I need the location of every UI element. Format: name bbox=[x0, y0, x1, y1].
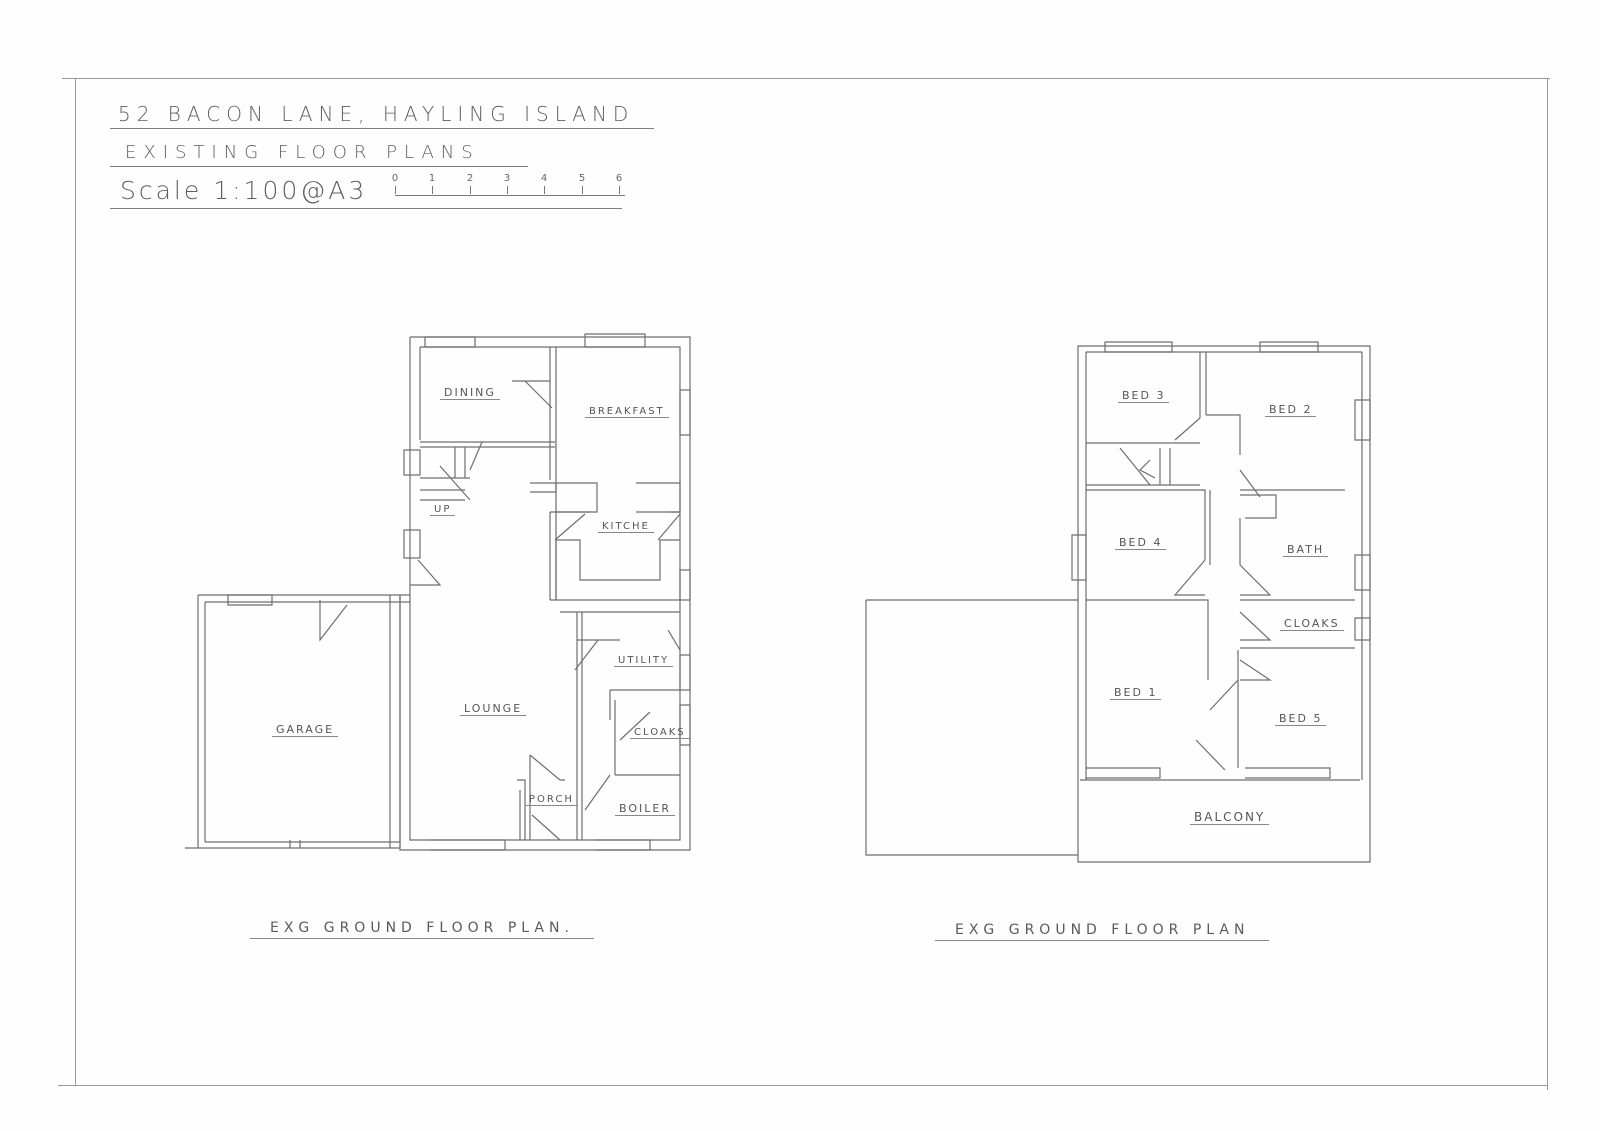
room-label-garage: GARAGE bbox=[272, 723, 339, 737]
scale-tick: 5 bbox=[574, 173, 590, 194]
ground-floor-caption: EXG GROUND FLOOR PLAN. bbox=[250, 920, 594, 939]
frame-left bbox=[75, 78, 76, 1085]
room-label-cloaks: CLOAKS bbox=[630, 727, 690, 739]
scale-tick: 0 bbox=[387, 173, 403, 194]
room-label-kitchen: KITCHE bbox=[598, 521, 654, 533]
room-label-bed1: BED 1 bbox=[1110, 686, 1162, 700]
scale-tick: 1 bbox=[424, 173, 440, 194]
room-label-bath: BATH bbox=[1283, 543, 1329, 557]
room-label-bed5: BED 5 bbox=[1275, 712, 1327, 726]
scale-tick: 2 bbox=[462, 173, 478, 194]
scale-tick: 4 bbox=[536, 173, 552, 194]
room-label-cloaks-first: CLOAKS bbox=[1280, 617, 1344, 631]
stairs-up-label: UP bbox=[430, 504, 456, 516]
room-label-lounge: LOUNGE bbox=[460, 702, 527, 716]
scale-bar-line bbox=[395, 195, 625, 196]
frame-bottom bbox=[58, 1085, 1548, 1086]
frame-right bbox=[1547, 78, 1548, 1090]
room-label-bed3: BED 3 bbox=[1118, 389, 1170, 403]
project-title: 52 BACON LANE, HAYLING ISLAND bbox=[118, 102, 635, 126]
title-underline bbox=[110, 128, 654, 129]
scale-bar: 0 1 2 3 4 5 6 bbox=[392, 173, 627, 203]
scale-tick: 3 bbox=[499, 173, 515, 194]
room-label-utility: UTILITY bbox=[614, 655, 674, 667]
ground-floor-walls bbox=[185, 333, 691, 851]
room-label-balcony: BALCONY bbox=[1190, 810, 1270, 825]
room-label-bed2: BED 2 bbox=[1265, 403, 1317, 417]
scale-underline bbox=[110, 208, 622, 209]
drawing-subtitle: EXISTING FLOOR PLANS bbox=[125, 142, 480, 163]
room-label-porch: PORCH bbox=[525, 794, 578, 806]
room-label-bed4: BED 4 bbox=[1115, 536, 1167, 550]
room-label-breakfast: BREAKFAST bbox=[585, 406, 669, 418]
frame-top bbox=[62, 78, 1550, 79]
room-label-boiler: BOILER bbox=[615, 802, 675, 816]
subtitle-underline bbox=[110, 166, 528, 167]
first-floor-caption: EXG GROUND FLOOR PLAN bbox=[935, 922, 1270, 941]
first-floor-walls bbox=[865, 341, 1371, 863]
scale-tick: 6 bbox=[611, 173, 627, 194]
room-label-dining: DINING bbox=[440, 386, 500, 400]
scale-label: Scale 1:100@A3 bbox=[120, 176, 368, 205]
